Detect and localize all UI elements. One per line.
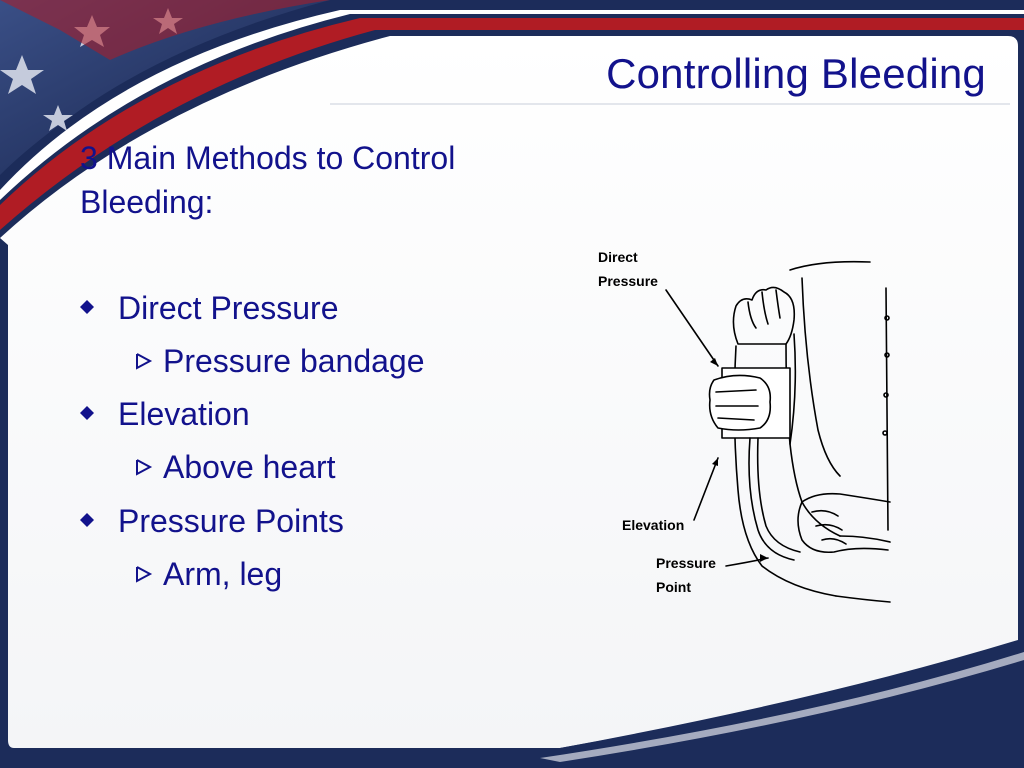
list-item-direct-pressure: Direct Pressure — [80, 290, 339, 327]
slide-title: Controlling Bleeding — [606, 50, 986, 97]
label-line: Pressure — [598, 273, 658, 289]
direct-pressure-arrow — [665, 289, 719, 367]
list-subitem-above-heart: Above heart — [136, 449, 336, 486]
arrow-bullet-icon — [136, 566, 153, 583]
diamond-bullet-icon — [80, 406, 94, 420]
label-direct-pressure: Direct Pressure — [598, 245, 658, 293]
arrow-bullet-icon — [136, 353, 153, 370]
bleeding-control-illustration — [665, 260, 891, 603]
label-pressure-point: Pressure Point — [656, 551, 716, 599]
intro-text: 3 Main Methods to Control Bleeding: — [80, 140, 456, 220]
elevation-arrow — [693, 457, 719, 521]
diamond-bullet-icon — [80, 300, 94, 314]
bullet-label: Elevation — [118, 396, 250, 432]
list-item-elevation: Elevation — [80, 396, 250, 433]
label-line: Direct — [598, 249, 638, 265]
bullet-label: Direct Pressure — [118, 290, 339, 326]
label-line: Point — [656, 579, 691, 595]
diamond-bullet-icon — [80, 513, 94, 527]
pressing-hand — [708, 374, 772, 431]
raised-fist — [732, 286, 796, 345]
list-subitem-pressure-bandage: Pressure bandage — [136, 343, 425, 380]
label-elevation: Elevation — [622, 513, 684, 537]
list-subitem-arm-leg: Arm, leg — [136, 556, 283, 593]
subitem-label: Above heart — [163, 449, 336, 485]
subitem-label: Arm, leg — [163, 556, 283, 592]
bullet-label: Pressure Points — [118, 503, 344, 539]
slide-panel-shape — [0, 36, 1018, 748]
arrow-bullet-icon — [136, 459, 153, 476]
label-line: Elevation — [622, 517, 685, 533]
torso-outline — [789, 260, 871, 271]
pressure-point-hand — [797, 492, 891, 554]
list-item-pressure-points: Pressure Points — [80, 503, 344, 540]
label-line: Pressure — [656, 555, 716, 571]
subitem-label: Pressure bandage — [163, 343, 425, 379]
